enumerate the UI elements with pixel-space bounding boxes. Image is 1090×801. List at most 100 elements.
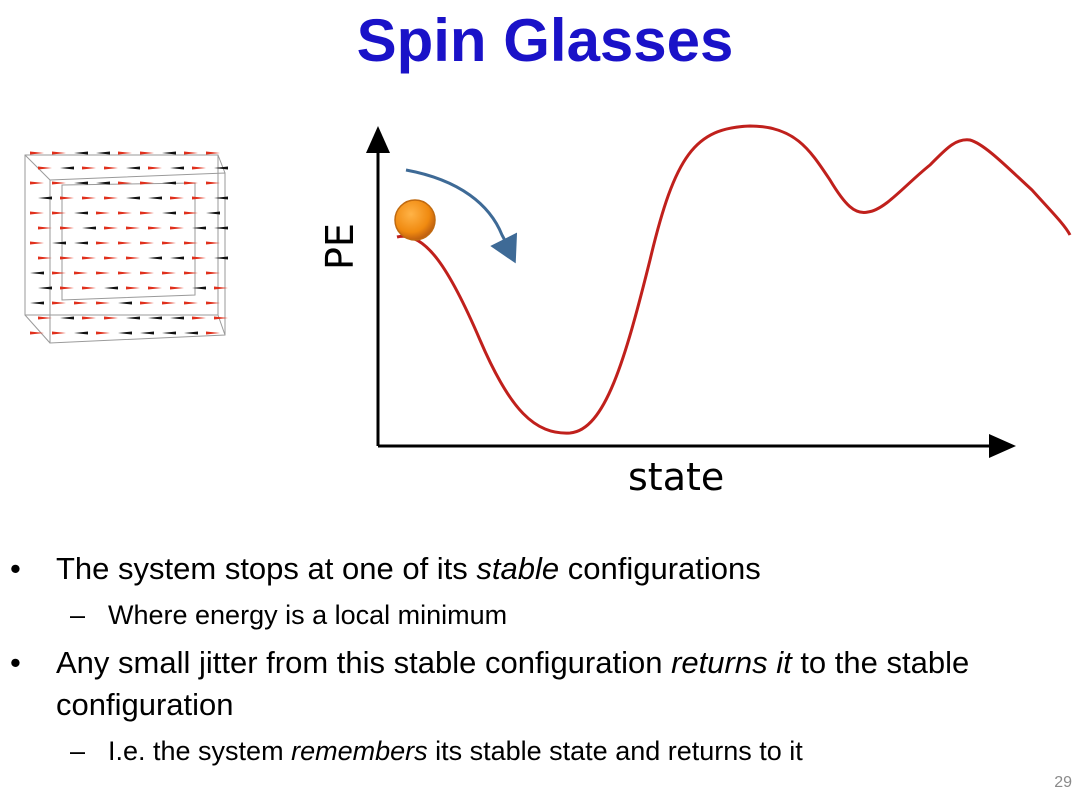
spin-arrow xyxy=(140,331,154,335)
spin-arrow xyxy=(96,271,110,275)
spin-arrow xyxy=(52,211,66,215)
spin-arrow xyxy=(148,196,162,200)
spin-arrow xyxy=(82,316,96,320)
spin-arrow xyxy=(184,211,198,215)
spin-arrow xyxy=(214,256,228,260)
bullet-text: Any small jitter from this stable config… xyxy=(56,645,672,680)
spin-arrow xyxy=(214,196,228,200)
spin-arrows xyxy=(30,151,228,335)
spin-arrow xyxy=(126,196,140,200)
spin-arrow xyxy=(118,301,132,305)
bullet-text: configurations xyxy=(559,551,761,586)
spin-arrow xyxy=(206,211,220,215)
spin-arrow xyxy=(192,166,206,170)
spin-arrow xyxy=(140,301,154,305)
spin-arrow xyxy=(30,181,44,185)
spin-arrow xyxy=(162,301,176,305)
spin-arrow xyxy=(126,316,140,320)
spin-arrow xyxy=(38,316,52,320)
spin-arrow xyxy=(104,166,118,170)
spin-arrow xyxy=(140,181,154,185)
bullet-text: to the stable configuration xyxy=(56,645,970,722)
x-axis-label: state xyxy=(628,455,725,499)
spin-arrow xyxy=(74,181,88,185)
spin-arrow xyxy=(148,256,162,260)
bullet-item: • Any small jitter from this stable conf… xyxy=(0,642,1066,726)
spin-arrow xyxy=(30,151,44,155)
spin-arrow xyxy=(96,211,110,215)
spin-arrow xyxy=(30,331,44,335)
spin-arrow xyxy=(52,181,66,185)
spin-arrow xyxy=(30,301,44,305)
spin-arrow xyxy=(38,286,52,290)
dash-symbol: – xyxy=(70,600,86,630)
spin-arrow xyxy=(192,256,206,260)
spin-arrow xyxy=(148,166,162,170)
bullet-symbol: • xyxy=(10,551,21,586)
spin-arrow xyxy=(60,196,74,200)
spin-arrow xyxy=(206,151,220,155)
sub-bullet-item: – I.e. the system remembers its stable s… xyxy=(0,734,1090,768)
spin-arrow xyxy=(74,301,88,305)
spin-arrow xyxy=(38,226,52,230)
bullet-symbol: • xyxy=(10,645,21,680)
spin-arrow xyxy=(162,241,176,245)
spin-arrow xyxy=(60,166,74,170)
spin-arrow xyxy=(82,256,96,260)
spin-arrow xyxy=(74,211,88,215)
bullet-text: The system stops at one of its xyxy=(56,551,477,586)
spin-arrow xyxy=(162,331,176,335)
spin-arrow xyxy=(162,181,176,185)
spin-arrow xyxy=(52,301,66,305)
emphasis-text: remembers xyxy=(291,736,428,766)
spin-arrow xyxy=(126,286,140,290)
spin-arrow xyxy=(60,256,74,260)
spin-arrow xyxy=(170,226,184,230)
spin-arrow xyxy=(192,196,206,200)
spin-arrow xyxy=(206,301,220,305)
spin-arrow xyxy=(118,151,132,155)
spin-arrow xyxy=(184,301,198,305)
y-axis-label: PE xyxy=(318,223,362,270)
spin-arrow xyxy=(126,256,140,260)
spin-lattice-svg xyxy=(24,151,228,344)
spin-arrow xyxy=(38,196,52,200)
spin-arrow xyxy=(60,226,74,230)
ball xyxy=(394,199,436,241)
spin-arrow xyxy=(140,151,154,155)
energy-curve xyxy=(396,124,1072,435)
spin-arrow xyxy=(206,271,220,275)
spin-arrow xyxy=(74,331,88,335)
slide-title: Spin Glasses xyxy=(356,7,734,74)
spin-arrow xyxy=(96,151,110,155)
spin-arrow xyxy=(184,241,198,245)
energy-landscape-svg xyxy=(366,124,1072,458)
spin-arrow xyxy=(192,286,206,290)
spin-arrow xyxy=(214,316,228,320)
emphasis-text: returns it xyxy=(671,645,792,680)
spin-arrow xyxy=(104,196,118,200)
spin-arrow xyxy=(96,181,110,185)
spin-arrow xyxy=(118,241,132,245)
spin-arrow xyxy=(148,226,162,230)
sub-bullet-text: I.e. the system xyxy=(108,736,292,766)
sub-bullet-text: its stable state and returns to it xyxy=(427,736,803,766)
spin-arrow xyxy=(74,151,88,155)
spin-arrow xyxy=(214,226,228,230)
spin-arrow xyxy=(60,286,74,290)
spin-arrow xyxy=(140,241,154,245)
spin-arrow xyxy=(38,166,52,170)
spin-arrow xyxy=(82,226,96,230)
spin-arrow xyxy=(184,271,198,275)
page-number: 29 xyxy=(1054,774,1072,791)
spin-arrow xyxy=(52,331,66,335)
descent-arrow xyxy=(405,168,518,264)
spin-arrow xyxy=(148,286,162,290)
spin-arrow xyxy=(30,271,44,275)
spin-arrow xyxy=(82,166,96,170)
spin-arrow xyxy=(104,286,118,290)
spin-arrow xyxy=(184,331,198,335)
spin-arrow xyxy=(148,316,162,320)
spin-arrow xyxy=(52,241,66,245)
spin-arrow xyxy=(170,286,184,290)
